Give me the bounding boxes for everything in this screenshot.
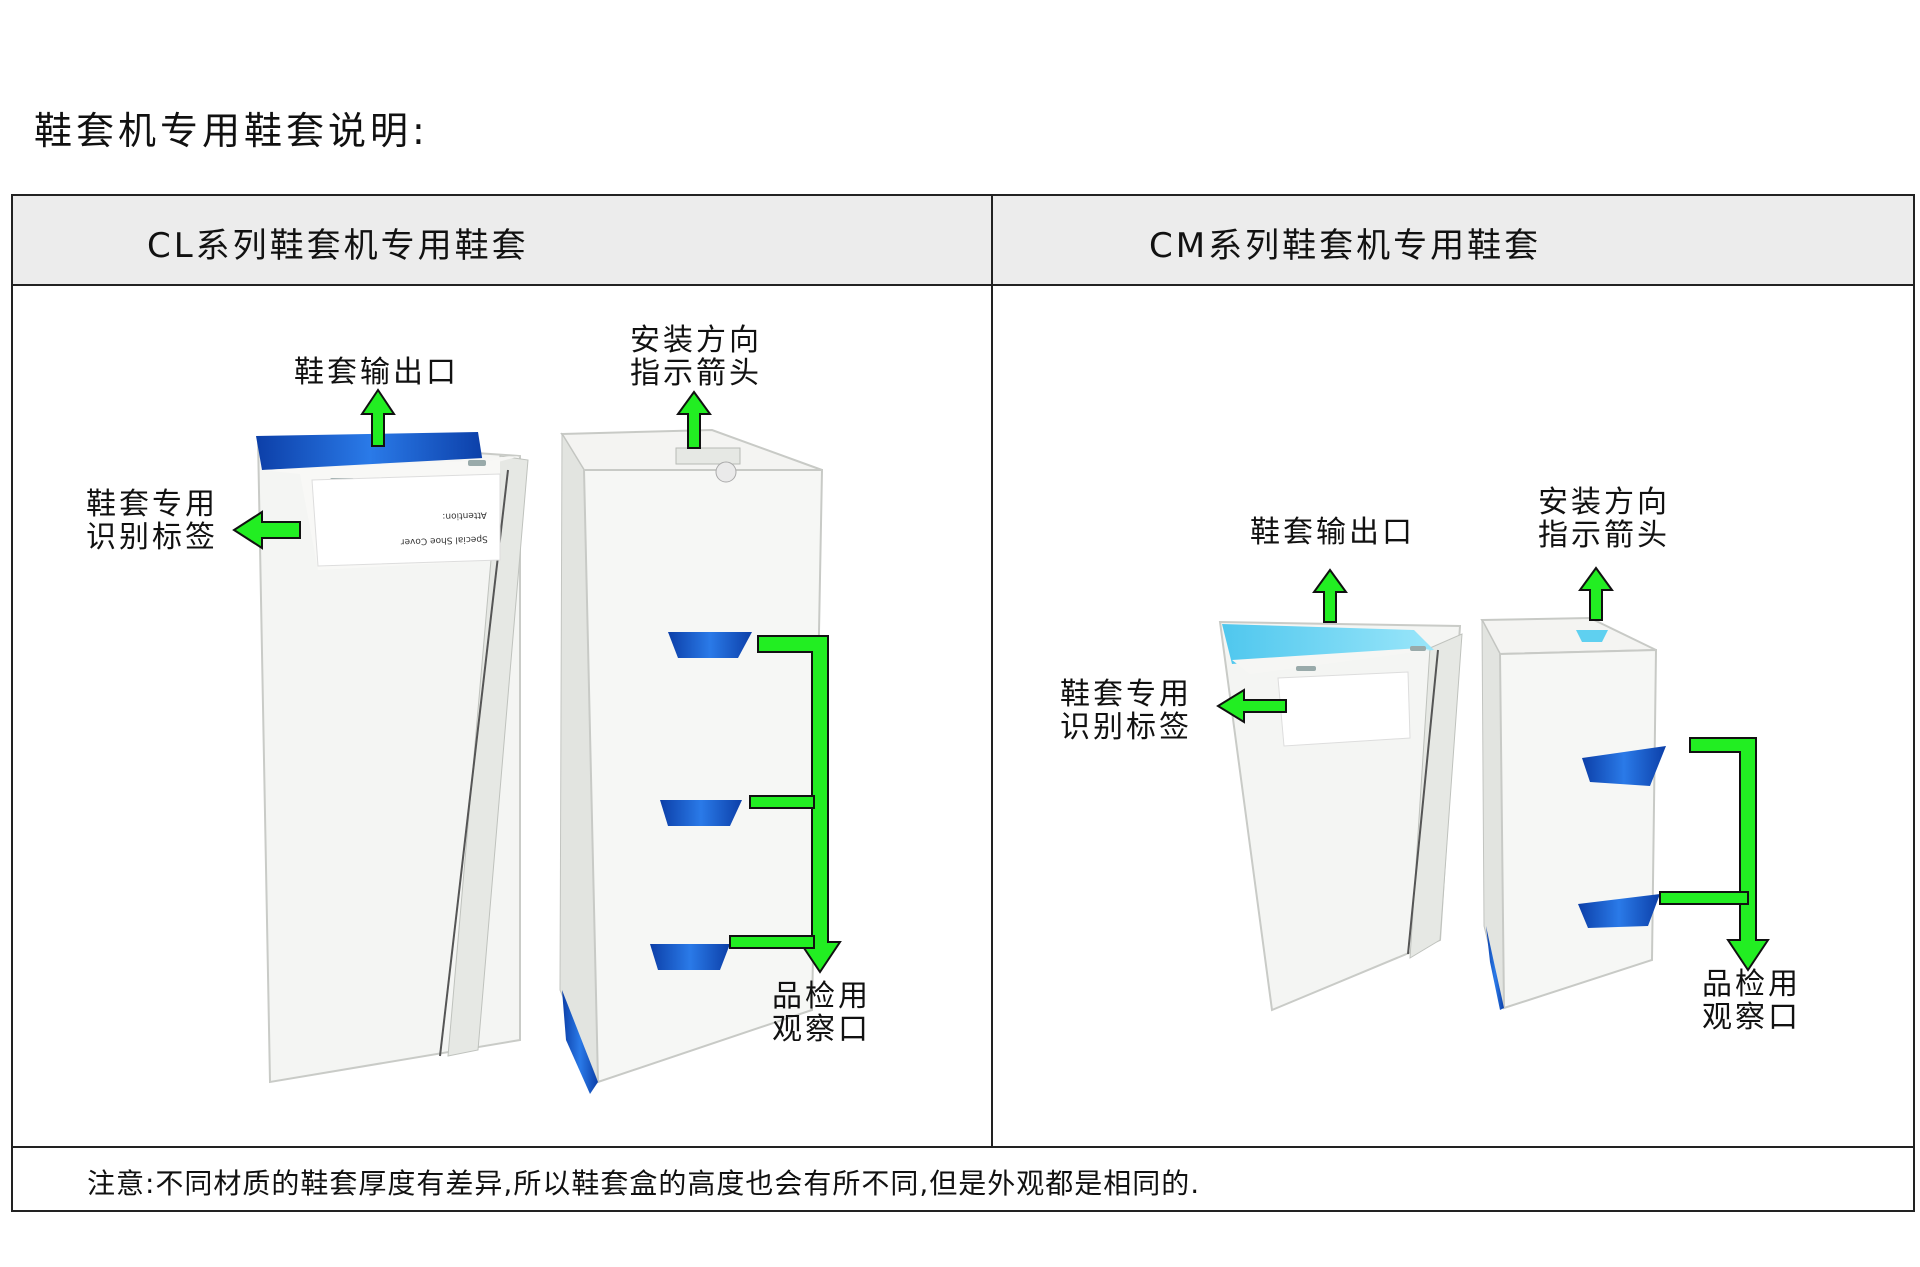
page-title: 鞋套机专用鞋套说明:: [34, 109, 429, 153]
cl-inspection-label: 品检用观察口: [772, 979, 871, 1047]
cl-box-outlet: Special Shoe Cover Attention:: [256, 432, 529, 1084]
comparison-table: CL系列鞋套机专用鞋套 CM系列鞋套机专用鞋套 注意:不同材质的鞋套厚度有差异,…: [11, 194, 1915, 1212]
cl-inspection-window-2: [660, 800, 742, 826]
footer-note: 注意:不同材质的鞋套厚度有差异,所以鞋套盒的高度也会有所不同,但是外观都是相同的…: [87, 1167, 1201, 1200]
cl-id-label-sticker: Special Shoe Cover Attention:: [311, 473, 501, 567]
cl-inspection-window-3: [650, 944, 730, 970]
cm-id-label-caption: 鞋套专用识别标签: [1060, 677, 1192, 745]
cm-direction-label: 安装方向指示箭头: [1538, 485, 1670, 553]
callout-arrows: [232, 388, 1770, 974]
cl-bracket-tick-3: [729, 935, 815, 949]
table-header: [13, 196, 1913, 286]
svg-text:Special Shoe Cover Att: Special Shoe Cover Attention:: [397, 509, 488, 546]
cl-id-label-caption: 鞋套专用识别标签: [86, 487, 218, 555]
cm-outlet-label: 鞋套输出口: [1250, 515, 1415, 550]
cm-bracket-tick-2: [1659, 891, 1749, 905]
cl-label-heading: Attention:: [442, 509, 487, 521]
cm-box-windows: [1480, 616, 1666, 1010]
cl-label-brand: Special Shoe Cover: [400, 533, 488, 546]
cm-inspection-bracket: [1689, 737, 1770, 972]
cm-inspection-window-2: [1578, 894, 1660, 928]
footer-divider: [13, 1146, 1913, 1148]
cm-direction-arrow: [1578, 566, 1614, 621]
cl-direction-arrow: [676, 390, 712, 449]
column-title-cm: CM系列鞋套机专用鞋套: [1149, 226, 1542, 266]
cm-inspection-window-1: [1582, 746, 1666, 786]
cl-outlet-arrow: [360, 388, 396, 447]
cl-inspection-window-1: [668, 632, 752, 658]
cl-box-windows: [559, 428, 824, 1094]
cm-shoe-cover-outlet: [1222, 624, 1434, 664]
cm-id-label-sticker: [1277, 671, 1411, 747]
cm-label-arrow: [1216, 688, 1287, 724]
cl-outlet-label: 鞋套输出口: [294, 355, 459, 390]
column-title-cl: CL系列鞋套机专用鞋套: [147, 226, 529, 266]
cl-bracket-tick-2: [749, 795, 815, 809]
cl-shoe-cover-outlet: [256, 432, 484, 470]
cm-outlet-arrow: [1312, 568, 1348, 623]
cm-box-outlet: [1218, 620, 1463, 1012]
cl-inspection-bracket: [757, 635, 842, 974]
column-divider: [991, 196, 993, 1146]
cl-direction-label: 安装方向指示箭头: [630, 323, 762, 391]
cl-label-arrow: [232, 510, 301, 550]
cm-inspection-label: 品检用观察口: [1702, 967, 1801, 1035]
